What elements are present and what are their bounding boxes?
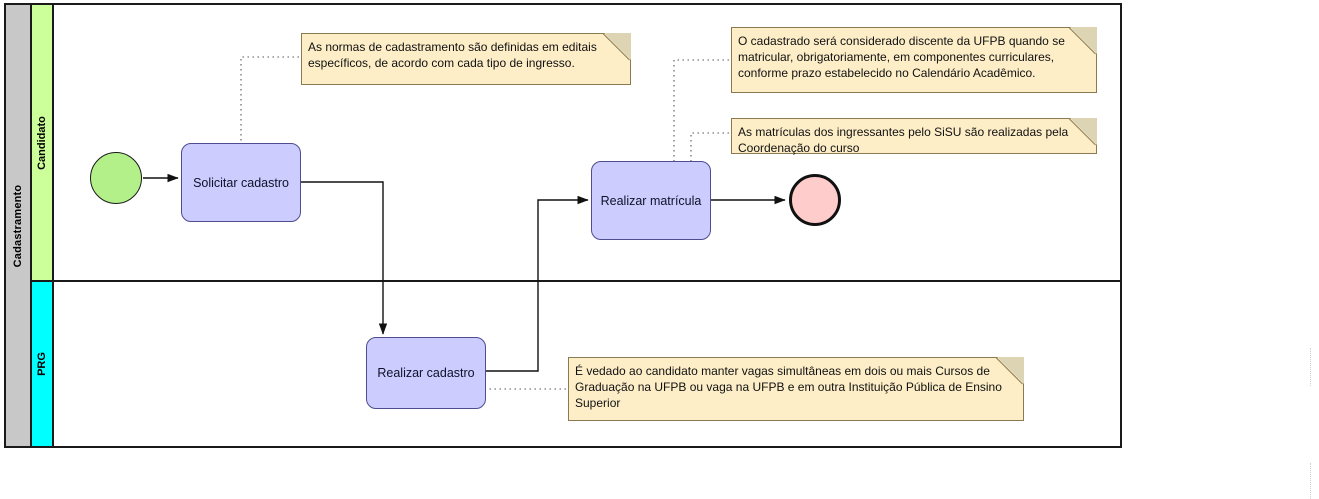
task-solicitar-cadastro[interactable]: Solicitar cadastro [181,143,301,222]
lane-label-candidato: Candidato [36,115,48,170]
end-event[interactable] [789,174,841,226]
annotation-text: É vedado ao candidato manter vagas simul… [575,364,1002,410]
task-label: Realizar cadastro [377,366,475,380]
pool-header[interactable]: Cadastramento [6,5,32,446]
task-label: Solicitar cadastro [193,175,289,190]
annotation-normas[interactable]: As normas de cadastramento são definidas… [301,33,631,85]
lane-header-candidato[interactable]: Candidato [32,5,54,280]
task-realizar-matricula[interactable]: Realizar matrícula [591,161,711,240]
annotation-vedado[interactable]: É vedado ao candidato manter vagas simul… [568,357,1024,421]
task-label: Realizar matrícula [600,193,702,208]
annotation-sisu[interactable]: As matrículas dos ingressantes pelo SiSU… [731,118,1097,155]
page-guide-upper [1310,348,1311,386]
lane-label-prg: PRG [36,352,48,376]
pool-label: Cadastramento [12,184,24,267]
annotation-text: As normas de cadastramento são definidas… [308,40,597,70]
task-realizar-cadastro[interactable]: Realizar cadastro [366,337,486,409]
annotation-text: As matrículas dos ingressantes pelo SiSU… [738,125,1069,155]
page-guide-lower [1310,463,1311,499]
annotation-discente[interactable]: O cadastrado será considerado discente d… [731,27,1097,93]
lane-header-prg[interactable]: PRG [32,282,54,446]
annotation-text: O cadastrado será considerado discente d… [738,34,1065,80]
lane-prg[interactable]: PRG [32,282,1122,446]
start-event[interactable] [90,152,142,204]
